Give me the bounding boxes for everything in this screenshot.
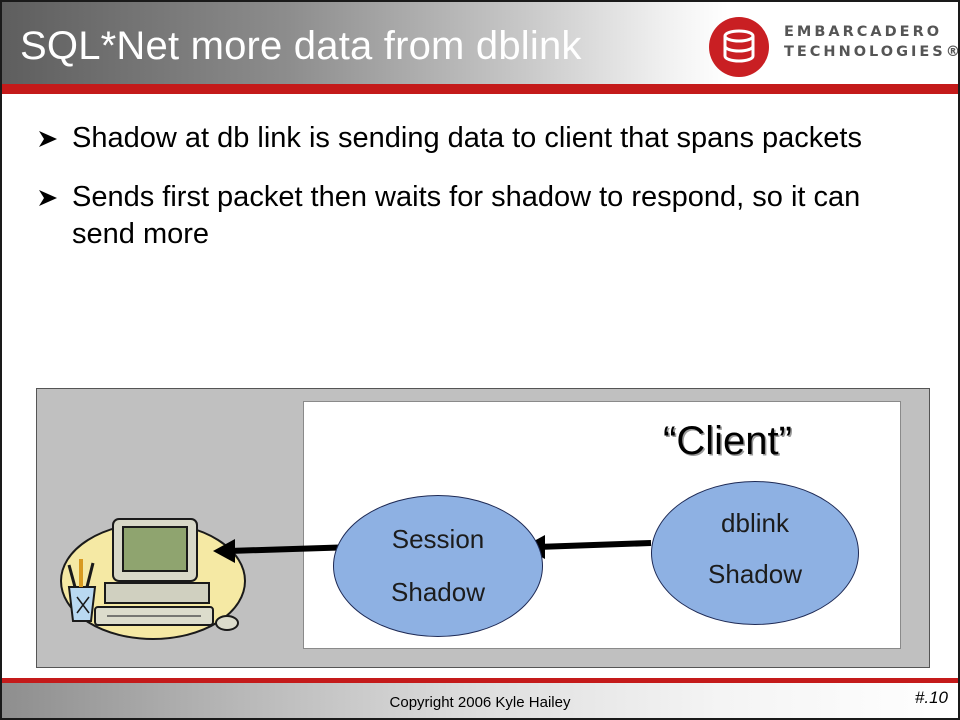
arrow-left-icon [523,535,652,559]
client-label: “Client” [663,419,792,463]
arrow-left-icon [213,539,356,563]
logo-line-1: EMBARCADERO [784,24,943,40]
bullet-text: Sends first packet then waits for shadow… [72,181,861,250]
bullet-item: Shadow at db link is sending data to cli… [38,120,918,157]
dblink-node-line1: dblink [721,508,789,538]
bullet-text: Shadow at db link is sending data to cli… [72,122,862,154]
bullet-item: Sends first packet then waits for shadow… [38,179,918,253]
dblink-shadow-node: dblink Shadow [651,481,859,625]
arrow-bullet-icon [39,190,57,206]
page-number: #.10 [914,688,948,707]
bullet-list: Shadow at db link is sending data to cli… [38,120,918,275]
session-node-line2: Shadow [391,577,485,607]
copyright-text: Copyright 2006 Kyle Hailey [389,694,571,711]
footer-divider [2,678,958,683]
slide-title: SQL*Net more data from dblink [20,24,582,68]
header-bar: SQL*Net more data from dblink EMBARCADER… [2,2,958,84]
dblink-node-line2: Shadow [708,559,802,589]
logo-wordmark: EMBARCADERO TECHNOLOGIES® [784,22,960,62]
session-shadow-node: Session Shadow [333,495,543,637]
diagram-panel: “Client” Session [36,388,930,668]
header-divider [2,84,958,94]
embarcadero-logo-icon [709,17,769,77]
computer-clipart-icon [60,518,246,640]
logo-line-2: TECHNOLOGIES® [784,44,960,60]
arrow-bullet-icon [39,131,57,147]
footer-bar: Copyright 2006 Kyle Hailey #.10 [2,678,958,718]
session-node-line1: Session [391,524,485,554]
